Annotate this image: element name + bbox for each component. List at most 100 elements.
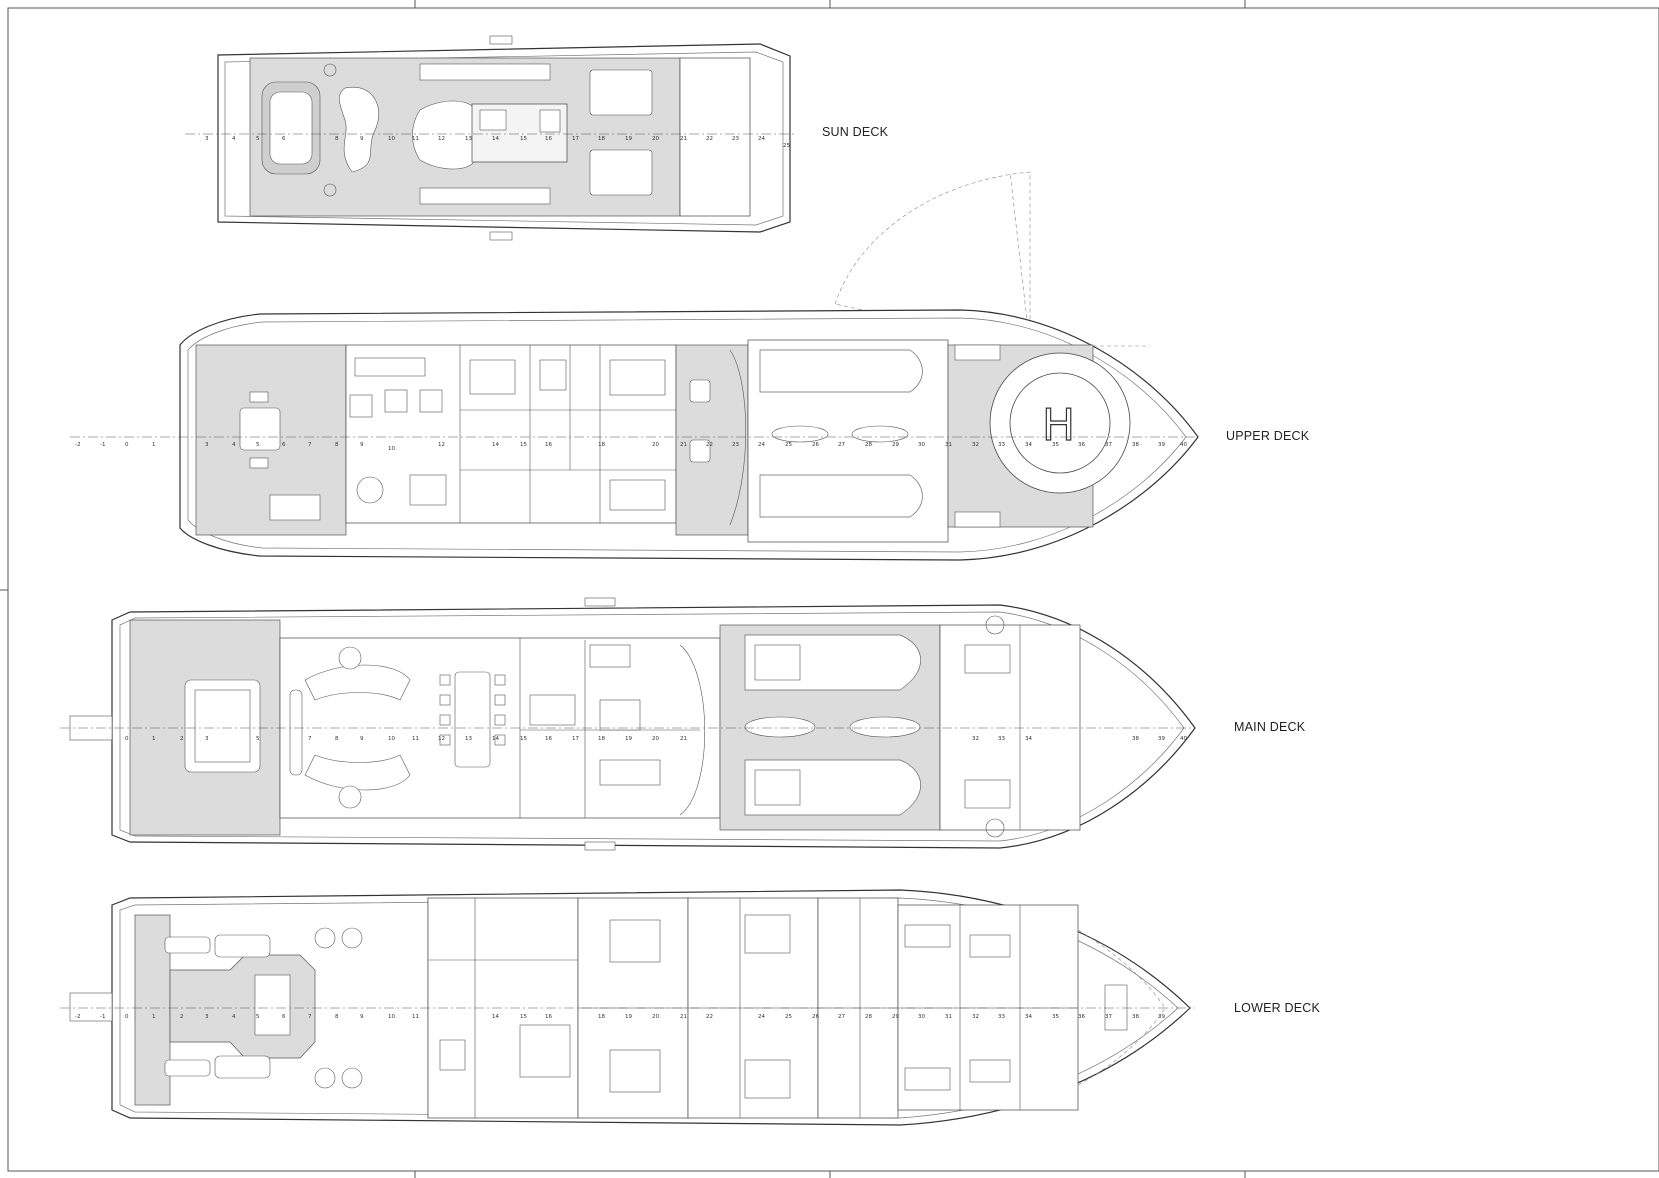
svg-text:35: 35	[1052, 442, 1059, 448]
svg-text:24: 24	[758, 1014, 765, 1020]
svg-text:3: 3	[205, 1014, 209, 1020]
svg-text:15: 15	[520, 442, 527, 448]
svg-text:33: 33	[998, 442, 1005, 448]
svg-text:5: 5	[256, 136, 260, 142]
svg-text:34: 34	[1025, 1014, 1032, 1020]
svg-text:20: 20	[652, 736, 659, 742]
svg-text:21: 21	[680, 442, 687, 448]
svg-text:37: 37	[1105, 442, 1112, 448]
svg-text:18: 18	[598, 736, 605, 742]
svg-text:32: 32	[972, 442, 979, 448]
svg-text:4: 4	[232, 442, 236, 448]
lower-deck-label: LOWER DECK	[1234, 1001, 1321, 1015]
svg-text:20: 20	[652, 1014, 659, 1020]
svg-text:31: 31	[945, 1014, 952, 1020]
svg-text:4: 4	[232, 136, 236, 142]
svg-text:14: 14	[492, 1014, 499, 1020]
svg-text:23: 23	[732, 136, 739, 142]
svg-text:-1: -1	[100, 442, 105, 448]
svg-text:-1: -1	[100, 1014, 105, 1020]
svg-text:-2: -2	[75, 1014, 80, 1020]
svg-text:-2: -2	[75, 442, 80, 448]
svg-text:15: 15	[520, 736, 527, 742]
svg-text:5: 5	[256, 442, 260, 448]
svg-text:31: 31	[945, 442, 952, 448]
svg-text:9: 9	[360, 1014, 364, 1020]
svg-text:13: 13	[465, 736, 472, 742]
svg-text:26: 26	[812, 442, 819, 448]
svg-text:14: 14	[492, 736, 499, 742]
svg-text:39: 39	[1158, 442, 1165, 448]
svg-text:8: 8	[335, 1014, 339, 1020]
svg-text:6: 6	[282, 1014, 286, 1020]
svg-text:30: 30	[918, 1014, 925, 1020]
svg-text:18: 18	[598, 1014, 605, 1020]
svg-text:1: 1	[152, 1014, 156, 1020]
svg-text:18: 18	[598, 442, 605, 448]
svg-text:3: 3	[205, 736, 209, 742]
svg-text:39: 39	[1158, 1014, 1165, 1020]
svg-text:35: 35	[1052, 1014, 1059, 1020]
svg-text:0: 0	[125, 736, 129, 742]
svg-text:7: 7	[308, 442, 312, 448]
svg-text:20: 20	[652, 136, 659, 142]
svg-text:36: 36	[1078, 1014, 1085, 1020]
svg-text:25: 25	[783, 143, 790, 149]
svg-text:8: 8	[335, 736, 339, 742]
svg-text:0: 0	[125, 1014, 129, 1020]
svg-text:25: 25	[785, 1014, 792, 1020]
svg-text:25: 25	[785, 442, 792, 448]
svg-text:14: 14	[492, 442, 499, 448]
svg-text:10: 10	[388, 136, 395, 142]
svg-text:11: 11	[412, 736, 419, 742]
main-deck-label: MAIN DECK	[1234, 720, 1306, 734]
svg-text:24: 24	[758, 136, 765, 142]
svg-text:8: 8	[335, 442, 339, 448]
svg-text:38: 38	[1132, 1014, 1139, 1020]
svg-text:9: 9	[360, 736, 364, 742]
svg-text:14: 14	[492, 136, 499, 142]
svg-text:38: 38	[1132, 736, 1139, 742]
svg-text:1: 1	[152, 736, 156, 742]
svg-text:3: 3	[205, 442, 209, 448]
svg-text:32: 32	[972, 1014, 979, 1020]
svg-text:1: 1	[152, 442, 156, 448]
svg-text:39: 39	[1158, 736, 1165, 742]
svg-text:4: 4	[232, 1014, 236, 1020]
svg-text:16: 16	[545, 1014, 552, 1020]
svg-text:18: 18	[598, 136, 605, 142]
svg-text:22: 22	[706, 136, 713, 142]
svg-text:40: 40	[1180, 736, 1187, 742]
svg-text:20: 20	[652, 442, 659, 448]
svg-text:13: 13	[465, 136, 472, 142]
svg-text:26: 26	[812, 1014, 819, 1020]
svg-text:37: 37	[1105, 1014, 1112, 1020]
svg-text:32: 32	[972, 736, 979, 742]
svg-text:12: 12	[438, 136, 445, 142]
svg-text:22: 22	[706, 1014, 713, 1020]
svg-text:3: 3	[205, 136, 209, 142]
svg-text:19: 19	[625, 1014, 632, 1020]
svg-text:11: 11	[412, 1014, 419, 1020]
svg-text:6: 6	[282, 442, 286, 448]
svg-text:15: 15	[520, 1014, 527, 1020]
svg-text:11: 11	[412, 136, 419, 142]
svg-text:21: 21	[680, 136, 687, 142]
svg-text:9: 9	[360, 442, 364, 448]
svg-text:29: 29	[892, 1014, 899, 1020]
svg-text:6: 6	[282, 136, 286, 142]
svg-text:24: 24	[758, 442, 765, 448]
svg-text:27: 27	[838, 442, 845, 448]
svg-text:10: 10	[388, 446, 395, 452]
svg-text:7: 7	[308, 1014, 312, 1020]
svg-text:2: 2	[180, 1014, 184, 1020]
svg-text:19: 19	[625, 136, 632, 142]
svg-text:17: 17	[572, 136, 579, 142]
sun-deck-label: SUN DECK	[822, 125, 889, 139]
svg-text:8: 8	[335, 136, 339, 142]
svg-text:12: 12	[438, 736, 445, 742]
